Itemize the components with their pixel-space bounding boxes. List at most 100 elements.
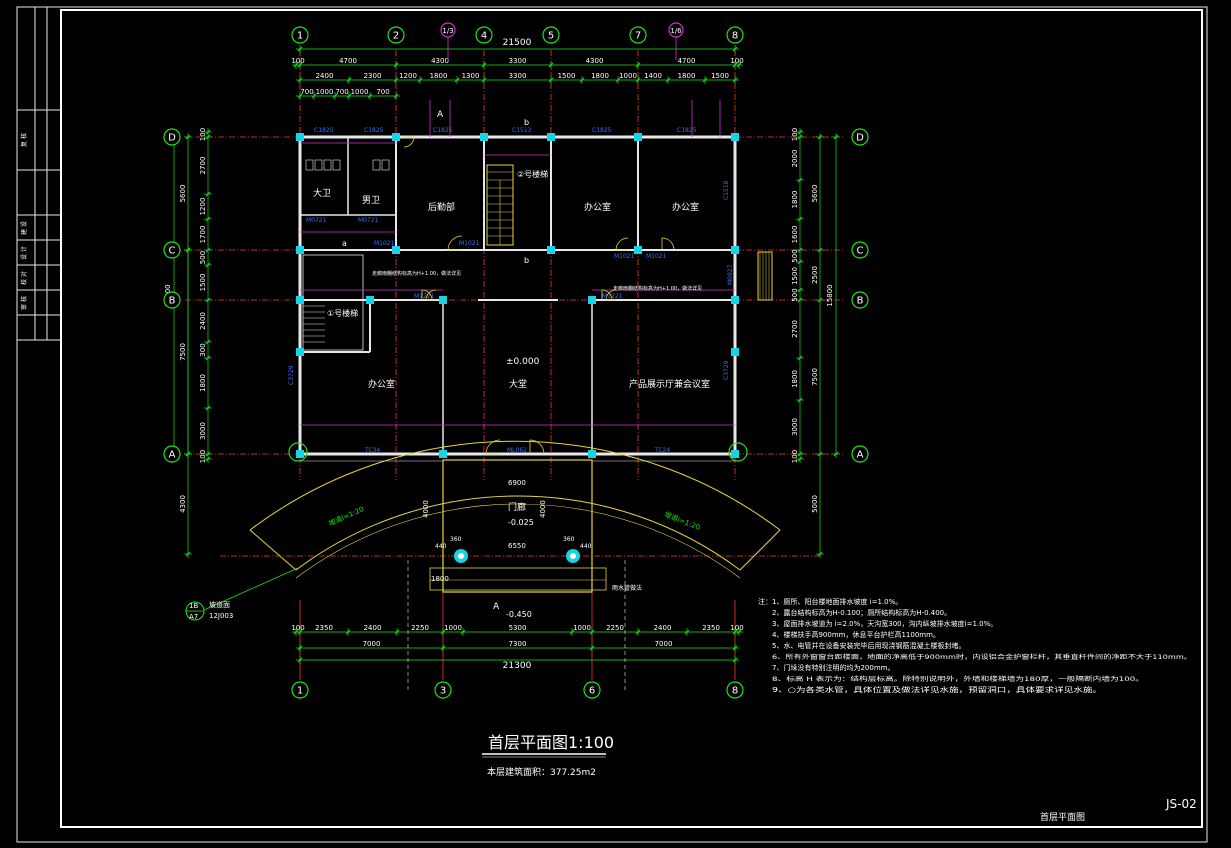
dim-right-inner-slash [797, 397, 803, 403]
axis-sub-1: 1/3 [442, 27, 453, 35]
dim-top-row2-label: 3300 [509, 72, 527, 80]
dim-bottom-total-slash [297, 657, 303, 663]
dim-right-inner-label: 1600 [791, 226, 799, 244]
porch-dim-width: 6900 [508, 479, 526, 487]
dim-top-row2-label: 1500 [711, 72, 729, 80]
axis-bottom-6: 6 [589, 686, 595, 697]
column-dim-4: 440 [580, 543, 592, 550]
porch-dim-step: 1800 [431, 575, 449, 583]
column [296, 348, 304, 356]
dim-top-row1-label: 4700 [678, 57, 696, 65]
door-swing [403, 136, 415, 148]
tag-c9: C3729 [723, 360, 730, 380]
dim-left-inner-slash [205, 451, 211, 457]
dim-bottom-row1-slash [345, 629, 351, 635]
ramp-label-left: 坡道i=1:20 [327, 504, 365, 527]
elevation-porch: -0.025 [508, 518, 534, 527]
dim-bottom-row1-label: 100 [291, 624, 304, 632]
dim-left-inner-label: 500 [199, 251, 207, 264]
area-note: 本层建筑面积：377.25m2 [487, 766, 596, 778]
columns [288, 133, 748, 563]
dim-right-outer-label: 5000 [811, 495, 819, 513]
callout-text-1: 坡道面 [209, 600, 230, 609]
axis-left-C: C [169, 246, 176, 257]
dim-top-row1-label: 3300 [509, 57, 527, 65]
tag-c3: C1825 [433, 127, 453, 134]
room-label-porch: 门廊 [508, 501, 526, 513]
column [731, 450, 739, 458]
dim-bottom-row1-slash [635, 629, 641, 635]
tag-mc: M0927 [727, 264, 734, 285]
sheet-name: 首层平面图 [1040, 811, 1085, 823]
dim-top-row2-label: 1400 [644, 72, 662, 80]
dim-left-outer-label: 4300 [179, 495, 187, 513]
dim-bottom-row1-label: 2250 [606, 624, 624, 632]
title-block-label: 设 计 [20, 246, 28, 260]
tag-m3: M1021 [374, 240, 395, 247]
axis-sub-2: 1/6 [670, 27, 682, 35]
dim-right-outer-label: 7500 [811, 368, 819, 386]
dim-right-total-label: 15800 [826, 284, 834, 306]
dim-top-row1-slash [732, 62, 738, 68]
dim-top-row2-slash [417, 77, 423, 83]
column [731, 246, 739, 254]
dim-top-row1-label: 4300 [586, 57, 604, 65]
axis-top-1: 1 [297, 31, 303, 42]
elevation-main: ±0.000 [506, 357, 540, 367]
toilet-fixture [323, 159, 332, 171]
column [731, 296, 739, 304]
porch-and-ramps [185, 440, 781, 690]
room-label-lobby: 大堂 [509, 378, 527, 390]
toilet-fixture [372, 159, 381, 171]
dim-top-total-slash [732, 46, 738, 52]
note-3: 3、屋面排水坡道为 i=2.0%，天沟宽300，沟内纵坡排水坡度i=1.0%。 [772, 619, 997, 628]
drain-label: 雨水管做法 [612, 584, 642, 592]
dim-right-outer-slash [817, 451, 823, 457]
axis-right-D: D [856, 133, 864, 144]
porch-dim-inner: 6550 [508, 542, 526, 550]
dim-top-row3-slash [297, 93, 303, 99]
dim-right-outer-slash [817, 551, 823, 557]
dim-bottom-total: 21300 [503, 661, 532, 671]
note-9: 9、○为各类水管，具体位置及做法详见水施，预留洞口，具体要求详见水施。 [772, 685, 1102, 694]
column-dim-2: 360 [563, 536, 575, 543]
dim-right-inner-label: 2000 [791, 150, 799, 168]
dim-left-inner-slash [205, 129, 211, 135]
dim-left-outer-b-slash [185, 451, 191, 457]
room-label-stair-2: ②号楼梯 [517, 169, 548, 179]
dim-top-row2-slash [615, 77, 621, 83]
room-label-toilet-male: 男卫 [362, 195, 380, 206]
corner-drain [728, 442, 748, 462]
axis-top-5: 5 [548, 31, 554, 42]
column [296, 133, 304, 141]
dim-right-inner-label: 1500 [791, 267, 799, 285]
dim-bottom-row1-slash [293, 629, 299, 635]
dim-top-row1-slash [293, 62, 299, 68]
dim-right-outer-label: 2500 [811, 266, 819, 284]
porch-dim-right: 4000 [539, 500, 547, 518]
dim-left-inner-slash [205, 134, 211, 140]
axis-top-2: 2 [393, 31, 399, 42]
dim-right-inner-label: 100 [791, 450, 799, 463]
tag-m1: M0721 [306, 217, 327, 224]
dim-left-inner-label: 300 [199, 343, 207, 356]
dim-top-row2-label: 1300 [462, 72, 480, 80]
dim-top-row2-slash [481, 77, 487, 83]
dim-left-inner-label: 1200 [199, 198, 207, 216]
dim-right-inner-slash [797, 297, 803, 303]
dim-bottom-row1-slash [736, 629, 742, 635]
dim-bottom-row1-label: 1000 [444, 624, 462, 632]
section-mark-b-top: b [524, 118, 529, 127]
dim-left-inner-slash [205, 405, 211, 411]
dim-top-row3-label: 700 [300, 88, 313, 96]
dim-top-row3-label: 1000 [316, 88, 334, 96]
axis-top-2-circle [387, 26, 405, 44]
dim-left-inner-label: 1500 [199, 274, 207, 292]
column [296, 296, 304, 304]
toilet-fixture [305, 159, 314, 171]
axis-top-8: 8 [732, 31, 738, 42]
callout-text-2: 12J003 [209, 612, 233, 620]
ramp-end-left [249, 529, 297, 571]
